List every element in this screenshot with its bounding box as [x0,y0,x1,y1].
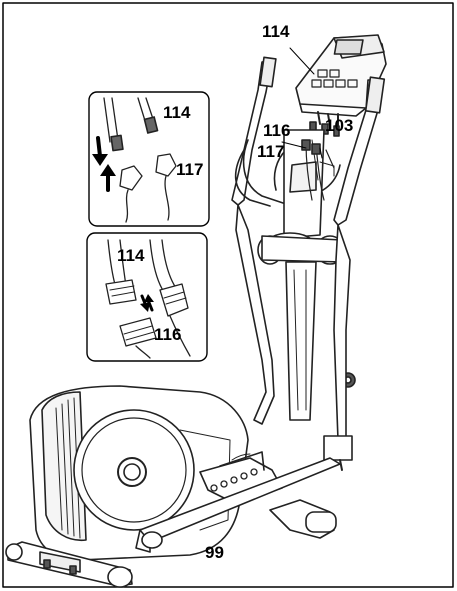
front-stabilizer [5,541,133,588]
label-inset-top-114: 114 [163,103,191,122]
left-handle-pole [231,56,277,206]
inset-top [88,91,210,227]
upper-cable-connection [281,139,335,201]
inset-bottom [86,232,208,362]
label-inset-top-117: 117 [176,160,204,179]
swing-arms [235,204,353,471]
label-base-99: 99 [205,543,224,562]
label-upper-117: 117 [257,142,285,161]
right-handle-pole [333,76,386,226]
label-upper-116: 116 [263,121,291,140]
label-inset-bottom-116: 116 [154,325,182,344]
label-upper-103: 103 [325,116,354,135]
base-rail [135,457,341,553]
main-column [257,129,356,421]
label-inset-bottom-114: 114 [117,246,145,265]
label-console-114: 114 [262,22,290,41]
